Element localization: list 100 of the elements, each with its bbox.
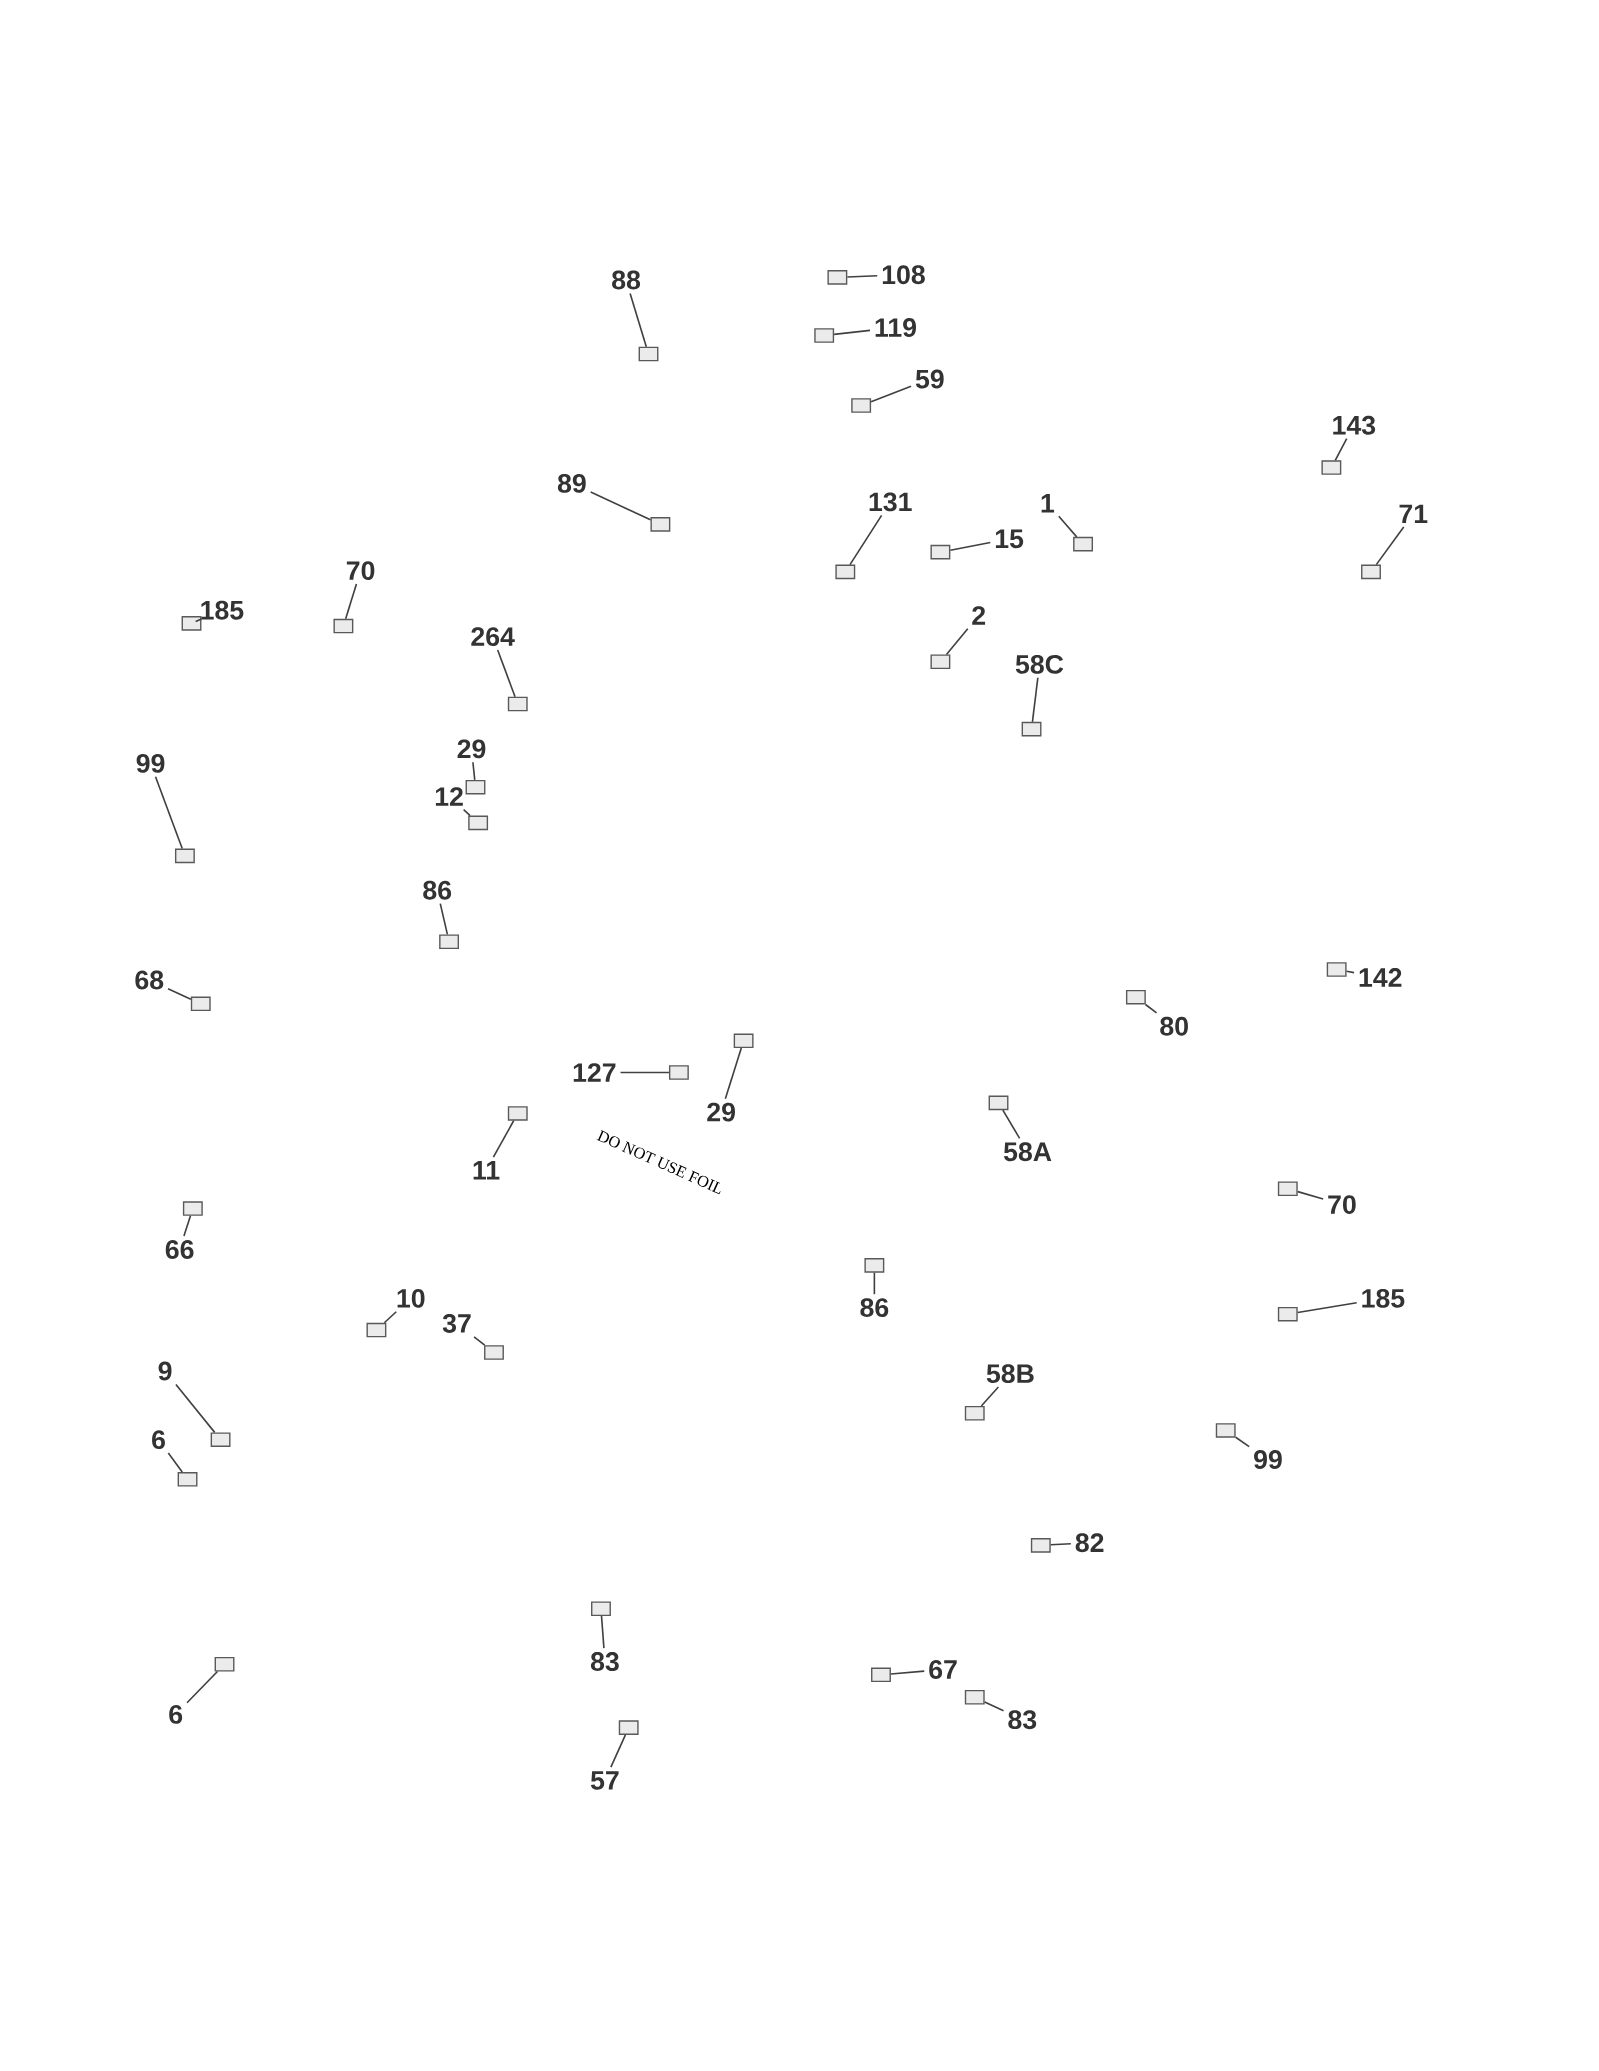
part-marker [438,934,459,950]
part-marker [1021,721,1042,737]
part-marker [638,346,659,362]
part-marker [835,564,855,580]
leader-line [186,1670,218,1704]
callout-number: 80 [1159,1016,1188,1036]
leader-line [833,329,871,336]
callout-number: 71 [1399,504,1428,523]
callout-number: 10 [397,1288,425,1308]
part-marker [733,1033,754,1049]
leader-line [167,987,192,1001]
leader-line [1296,1190,1324,1200]
part-marker [1326,962,1347,977]
callout-number: 57 [590,1771,619,1790]
callout-number: 58A [1003,1142,1052,1162]
callout-number: 83 [590,1652,619,1672]
part-marker [864,1258,885,1273]
leader-line [1031,676,1039,723]
leader-line [1375,526,1405,566]
leader-line [945,627,969,656]
part-marker [210,1432,231,1447]
part-marker [1360,564,1381,580]
part-marker [930,654,951,670]
leader-line [1144,1003,1158,1014]
leader-line [496,649,516,698]
callout-number: 2 [971,606,985,625]
callout-number: 264 [471,627,515,647]
leader-line [589,491,652,521]
leader-line [846,274,878,278]
printed-warning: DO NOT USE FOIL [596,1130,721,1195]
callout-number: 82 [1075,1533,1104,1553]
callout-number: 119 [875,318,916,337]
part-marker [964,1689,985,1705]
leader-line [1345,970,1355,974]
leader-line [492,1119,515,1158]
callout-number: 1 [1041,494,1054,513]
part-marker [930,544,951,560]
leader-line [724,1047,742,1100]
part-marker [668,1065,689,1080]
leader-line [629,292,647,348]
leader-line [1049,1542,1072,1546]
part-marker [174,848,195,864]
part-marker [1215,1423,1236,1438]
leader-line [983,1701,1005,1712]
part-marker [1277,1306,1298,1322]
part-marker [988,1095,1009,1111]
callout-number: 29 [707,1102,735,1122]
callout-number: 143 [1333,415,1375,435]
leader-line [609,1734,626,1768]
part-marker [366,1322,387,1338]
part-marker [851,398,871,413]
callout-number: 99 [1253,1450,1282,1469]
callout-number: 59 [915,369,944,389]
part-marker [827,270,848,285]
callout-number: 127 [573,1063,616,1082]
callout-number: 131 [869,492,912,512]
callout-number: 83 [1008,1710,1036,1730]
part-marker [618,1720,639,1735]
callout-number: 12 [435,787,463,806]
leader-line [167,1452,183,1473]
part-marker [177,1472,198,1487]
callout-number: 86 [422,880,451,900]
part-marker [465,779,486,795]
leader-line [439,902,448,936]
part-marker [814,328,834,343]
leader-line [600,1615,605,1649]
callout-number: 29 [457,739,486,759]
leader-line [1234,1436,1250,1448]
callout-number: 9 [158,1361,172,1381]
callout-number: 185 [1362,1288,1405,1308]
callout-number: 89 [557,473,586,493]
part-marker [190,996,211,1012]
leader-line [462,808,471,817]
part-marker [590,1601,611,1617]
leader-line [154,776,183,850]
leader-line [889,1670,925,1675]
part-marker [214,1656,235,1672]
part-marker [507,1106,528,1121]
leader-line [619,1071,670,1074]
callout-number: 142 [1359,968,1402,987]
callout-number: 86 [860,1298,888,1318]
leader-line [1334,437,1348,462]
leader-line [344,583,357,620]
leader-line [1057,515,1078,538]
leader-line [473,1336,486,1346]
callout-number: 6 [151,1430,165,1450]
callout-number: 58C [1015,654,1063,674]
part-marker [1277,1181,1298,1196]
callout-number: 88 [611,270,640,290]
callout-number: 68 [135,970,164,990]
part-marker [182,1201,203,1216]
callout-number: 70 [1328,1195,1356,1214]
leader-line [1001,1109,1021,1140]
part-marker [333,618,354,634]
part-marker [1072,536,1093,552]
callout-number: 185 [201,600,244,620]
part-marker [483,1345,504,1360]
part-marker [964,1405,985,1421]
leader-line [848,514,883,566]
leader-line [174,1383,216,1434]
